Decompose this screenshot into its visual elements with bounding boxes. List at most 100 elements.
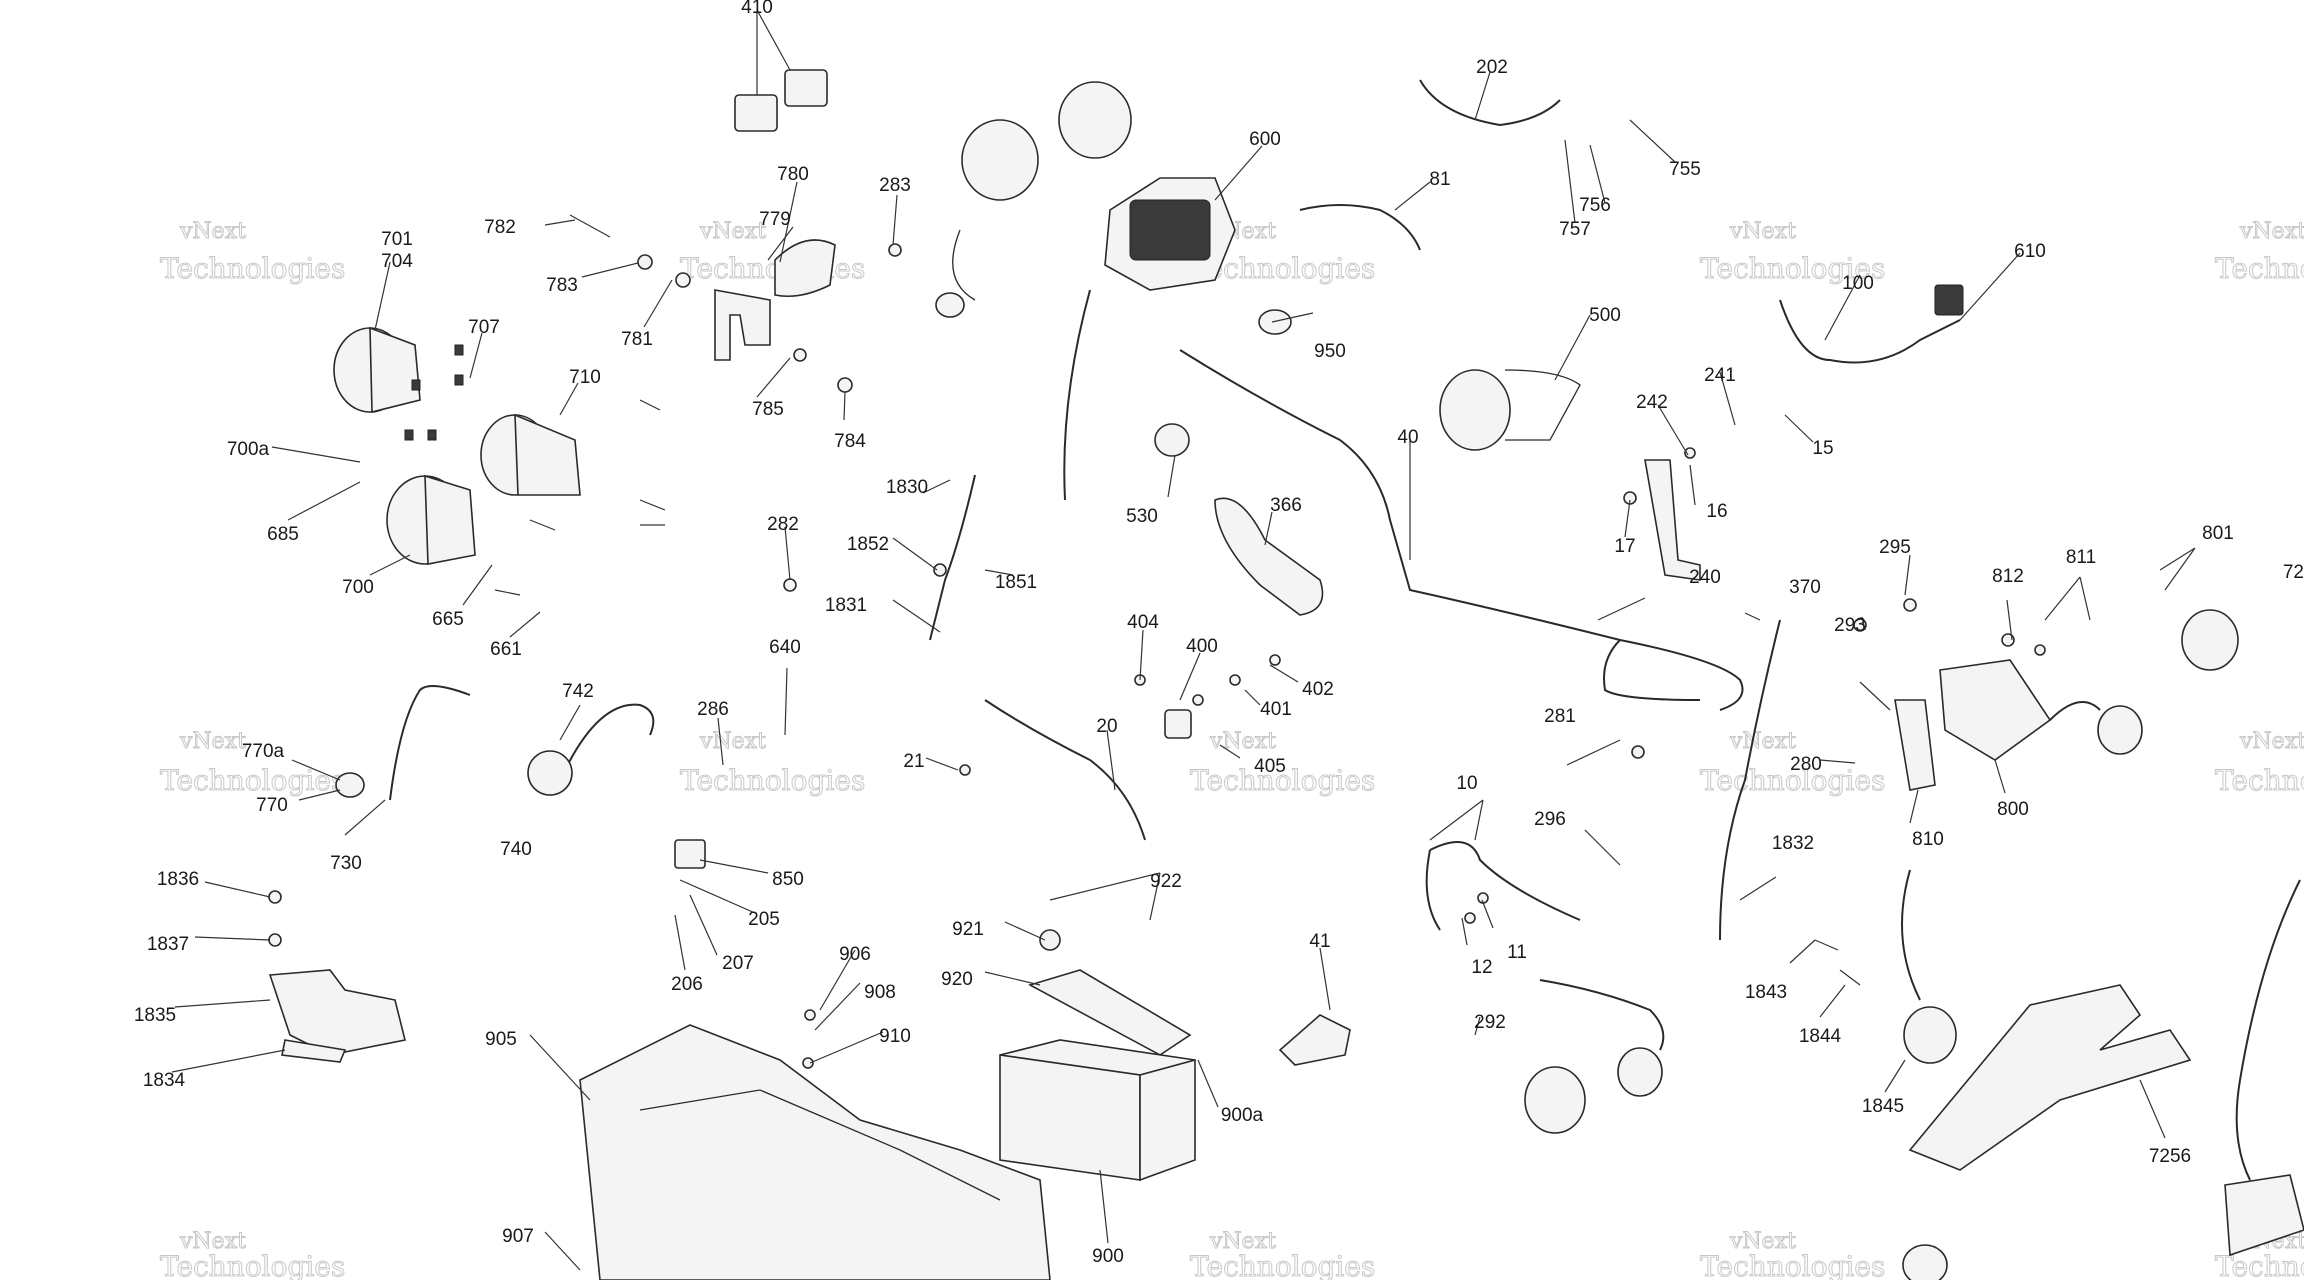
watermark: vNext <box>2239 729 2304 754</box>
part-label-280: 280 <box>1790 754 1822 775</box>
part-label-12: 12 <box>1471 957 1492 978</box>
part-label-785: 785 <box>752 399 784 420</box>
sensor-770 <box>335 772 365 798</box>
part-label-401: 401 <box>1260 699 1292 720</box>
part-label-922: 922 <box>1150 871 1182 892</box>
part-label-241: 241 <box>1704 365 1736 386</box>
tray-905 <box>579 1024 1051 1280</box>
part-label-910: 910 <box>879 1026 911 1047</box>
part-label-707: 707 <box>468 317 500 338</box>
watermark: vNext <box>179 1229 246 1254</box>
part-label-283: 283 <box>879 175 911 196</box>
connector-610 <box>1934 284 1964 316</box>
part-label-906: 906 <box>839 944 871 965</box>
lamp-1845 <box>1903 1006 1957 1064</box>
sensor-530 <box>1154 423 1190 457</box>
wire-742 <box>564 703 655 771</box>
part-label-905: 905 <box>485 1029 517 1050</box>
part-label-1834: 1834 <box>143 1070 186 1091</box>
watermark: Technologies <box>680 252 865 285</box>
part-label-404: 404 <box>1127 612 1159 633</box>
part-labels: 4102026007557567578128378077978278378170… <box>134 0 2304 1267</box>
part-label-7256: 7256 <box>2149 1146 2191 1167</box>
part-label-1844: 1844 <box>1799 1026 1842 1047</box>
part-label-100: 100 <box>1842 273 1874 294</box>
leader-lines <box>171 9 2196 1271</box>
watermark: Technologies <box>2215 1250 2304 1280</box>
part-label-15: 15 <box>1812 438 1833 459</box>
light-292 <box>1524 1066 1586 1134</box>
harness-100 <box>1779 299 1961 364</box>
part-label-950: 950 <box>1314 341 1346 362</box>
part-label-780: 780 <box>777 164 809 185</box>
headlamp-600 <box>1104 177 1236 291</box>
part-label-770: 770 <box>256 795 288 816</box>
watermark: Technologies <box>2215 252 2304 285</box>
watermark: Technologies <box>1190 764 1375 797</box>
sensor-740 <box>527 750 573 796</box>
watermark: Technologies <box>1700 252 1885 285</box>
watermark: vNext <box>179 219 246 244</box>
part-label-811: 811 <box>2066 547 2096 568</box>
watermark: Technologies <box>680 764 865 797</box>
hardware <box>268 214 2046 1069</box>
part-label-207: 207 <box>722 953 754 974</box>
part-label-640: 640 <box>769 637 801 658</box>
part-label-685: 685 <box>267 524 299 545</box>
part-label-81: 81 <box>1429 169 1450 190</box>
part-label-405: 405 <box>1254 756 1286 777</box>
part-label-756: 756 <box>1579 195 1611 216</box>
watermark: Technologies <box>2215 764 2304 797</box>
watermark: vNext <box>1209 729 1276 754</box>
strap-920 <box>1027 969 1192 1056</box>
part-label-779: 779 <box>759 209 791 230</box>
part-label-40: 40 <box>1397 427 1418 448</box>
motor-710 <box>480 413 581 496</box>
part-label-530: 530 <box>1126 506 1158 527</box>
throttle-body <box>935 81 1132 318</box>
part-label-740: 740 <box>500 839 532 860</box>
switch-950 <box>1258 309 1292 335</box>
part-label-600: 600 <box>1249 129 1281 150</box>
part-label-1832: 1832 <box>1772 833 1814 854</box>
connector-850 <box>674 839 706 869</box>
watermark: vNext <box>1729 729 1796 754</box>
harness-81 <box>1299 204 1421 251</box>
motor-701 <box>333 326 421 414</box>
part-label-1836: 1836 <box>157 869 199 890</box>
part-label-41: 41 <box>1309 931 1330 952</box>
part-label-240: 240 <box>1689 567 1721 588</box>
part-label-1851: 1851 <box>995 572 1037 593</box>
part-label-783: 783 <box>546 275 578 296</box>
watermark: vNext <box>1209 1229 1276 1254</box>
part-label-20: 20 <box>1096 716 1117 737</box>
part-label-1831: 1831 <box>825 595 867 616</box>
part-label-202: 202 <box>1476 57 1508 78</box>
motor-700 <box>386 474 476 565</box>
relay-410 <box>734 69 828 132</box>
part-label-742: 742 <box>562 681 594 702</box>
part-label-72: 72 <box>2283 562 2304 583</box>
part-label-801: 801 <box>2202 523 2234 544</box>
cable-20 <box>984 699 1146 841</box>
part-label-402: 402 <box>1302 679 1334 700</box>
part-label-812: 812 <box>1992 566 2024 587</box>
part-label-286: 286 <box>697 699 729 720</box>
watermark: vNext <box>1729 1229 1796 1254</box>
wire-202 <box>1419 79 1561 127</box>
part-label-704: 704 <box>381 251 413 272</box>
part-label-810: 810 <box>1912 829 1944 850</box>
part-label-710: 710 <box>569 367 601 388</box>
module-800 <box>1939 659 2052 761</box>
cable-10-branch <box>1425 849 1441 931</box>
part-label-282: 282 <box>767 514 799 535</box>
sensor-wire-upper <box>1063 289 1091 501</box>
watermark: Technologies <box>160 764 345 797</box>
part-label-907: 907 <box>502 1226 534 1247</box>
wire-370 <box>1719 619 1781 941</box>
part-label-921: 921 <box>952 919 984 940</box>
part-label-1837: 1837 <box>147 934 189 955</box>
part-label-370: 370 <box>1789 577 1821 598</box>
watermark: vNext <box>1729 219 1796 244</box>
